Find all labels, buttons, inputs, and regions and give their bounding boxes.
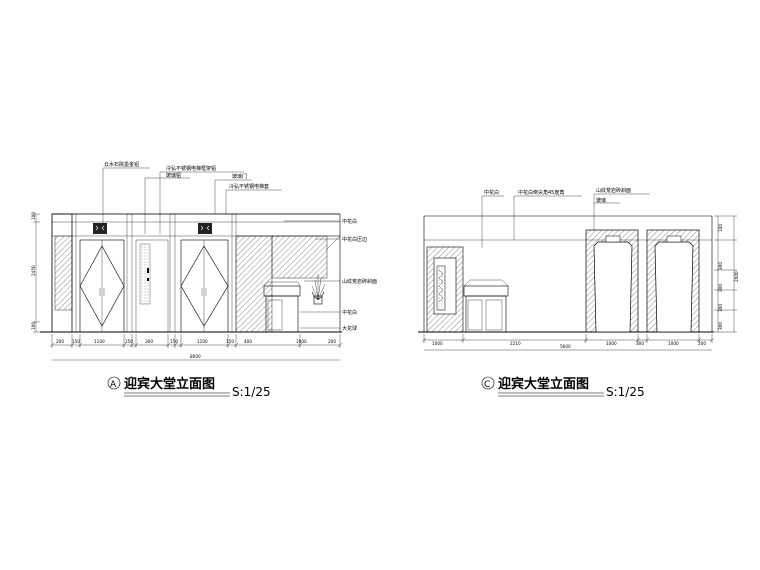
elevator-frame-c-left bbox=[585, 229, 639, 333]
dim-c-1: 1000 bbox=[432, 341, 443, 346]
reception-desk-c bbox=[463, 279, 509, 333]
dim-a-3: 1100 bbox=[94, 339, 105, 344]
view-scale-a: S:1/25 bbox=[232, 385, 271, 399]
reception-desk-a bbox=[263, 281, 301, 333]
view-marker-a: A bbox=[110, 380, 117, 390]
dims-bottom-a: 200 150 1100 150 300 150 1100 150 400 10… bbox=[49, 334, 343, 361]
dim-left-a-2: 2450 bbox=[31, 265, 36, 276]
view-marker-c: C bbox=[484, 380, 490, 390]
dim-right-c-1: 100 bbox=[718, 224, 723, 232]
callouts-right-a: 中花白 中花白压边 山纹荒岩砖斜面 中花白 大花球 bbox=[284, 218, 377, 332]
callout-a-r5: 大花球 bbox=[342, 325, 357, 332]
callout-a-r2: 中花白压边 bbox=[342, 236, 367, 243]
dim-right-c-total: 2600 bbox=[734, 271, 739, 282]
dim-right-c-5: 300 bbox=[718, 322, 723, 330]
dim-left-a-3: 100 bbox=[31, 322, 36, 330]
callout-a-1: 云水石院墨金铝 bbox=[104, 161, 139, 168]
dim-left-a-1: 100 bbox=[31, 212, 36, 220]
dim-a-5: 300 bbox=[145, 339, 153, 344]
dim-a-1: 200 bbox=[56, 339, 64, 344]
callout-a-4: 玻璃门 bbox=[232, 173, 247, 180]
dim-right-c-2: 300 bbox=[718, 262, 723, 270]
elevation-c: 中花白 中花白倒尖角45度角 山纹荒岩砖斜面 玻璃 bbox=[418, 187, 739, 399]
dim-a-7: 1100 bbox=[197, 339, 208, 344]
dim-a-8: 150 bbox=[226, 339, 234, 344]
dims-right-c: 100 300 300 300 300 2600 bbox=[714, 215, 739, 333]
dim-a-10: 1000 bbox=[296, 339, 307, 344]
elevator-door-left bbox=[79, 223, 125, 333]
dims-bottom-c: 1000 2210 1000 300 1000 200 5600 bbox=[421, 334, 715, 351]
elevation-a: 云水石院墨金铝 冷弘不锈钢电梯框架铝 玻璃铝 玻璃门 冷弘不锈钢电梯套 bbox=[31, 161, 377, 399]
callout-a-r1: 中花白 bbox=[342, 218, 357, 225]
dim-a-4: 150 bbox=[125, 339, 133, 344]
dim-a-9: 400 bbox=[244, 339, 252, 344]
callout-c-4: 玻璃 bbox=[596, 197, 606, 204]
dim-c-3: 1000 bbox=[606, 341, 617, 346]
dim-c-2: 2210 bbox=[510, 341, 521, 346]
dim-c-5: 1000 bbox=[668, 341, 679, 346]
view-title-c: 迎宾大堂立面图 bbox=[498, 376, 589, 392]
dim-right-c-4: 300 bbox=[718, 304, 723, 312]
elevator-frame-c-right bbox=[646, 229, 700, 333]
plant-a bbox=[311, 274, 326, 305]
dim-a-total: 8000 bbox=[190, 354, 201, 359]
view-title-a: 迎宾大堂立面图 bbox=[124, 376, 215, 392]
title-block-a: A 迎宾大堂立面图 S:1/25 bbox=[107, 376, 271, 399]
dims-left-a: 100 2450 100 bbox=[31, 212, 40, 333]
callout-c-1: 中花白 bbox=[484, 189, 499, 196]
dim-a-6: 150 bbox=[170, 339, 178, 344]
callout-c-2: 中花白倒尖角45度角 bbox=[518, 189, 564, 196]
stone-niche-c bbox=[426, 246, 464, 333]
callout-a-r4: 中花白 bbox=[342, 309, 357, 316]
dim-c-6: 200 bbox=[698, 341, 706, 346]
callout-c-3: 山纹荒岩砖斜面 bbox=[596, 187, 631, 194]
callouts-top-a: 云水石院墨金铝 冷弘不锈钢电梯框架铝 玻璃铝 玻璃门 冷弘不锈钢电梯套 bbox=[102, 161, 282, 234]
dim-c-4: 300 bbox=[636, 341, 644, 346]
dim-a-2: 150 bbox=[72, 339, 80, 344]
glass-panel-middle bbox=[135, 239, 169, 333]
dim-a-11: 200 bbox=[328, 339, 336, 344]
callout-a-5: 冷弘不锈钢电梯套 bbox=[229, 183, 269, 190]
callout-a-3: 玻璃铝 bbox=[166, 172, 181, 179]
dim-c-total: 5600 bbox=[560, 344, 571, 349]
title-block-c: C 迎宾大堂立面图 S:1/25 bbox=[481, 376, 645, 399]
callouts-top-c: 中花白 中花白倒尖角45度角 山纹荒岩砖斜面 玻璃 bbox=[481, 187, 650, 248]
callout-a-2: 冷弘不锈钢电梯框架铝 bbox=[166, 165, 216, 172]
callout-a-r3: 山纹荒岩砖斜面 bbox=[342, 278, 377, 285]
dim-right-c-3: 300 bbox=[718, 284, 723, 292]
view-scale-c: S:1/25 bbox=[606, 385, 645, 399]
elevator-door-right bbox=[180, 223, 229, 333]
